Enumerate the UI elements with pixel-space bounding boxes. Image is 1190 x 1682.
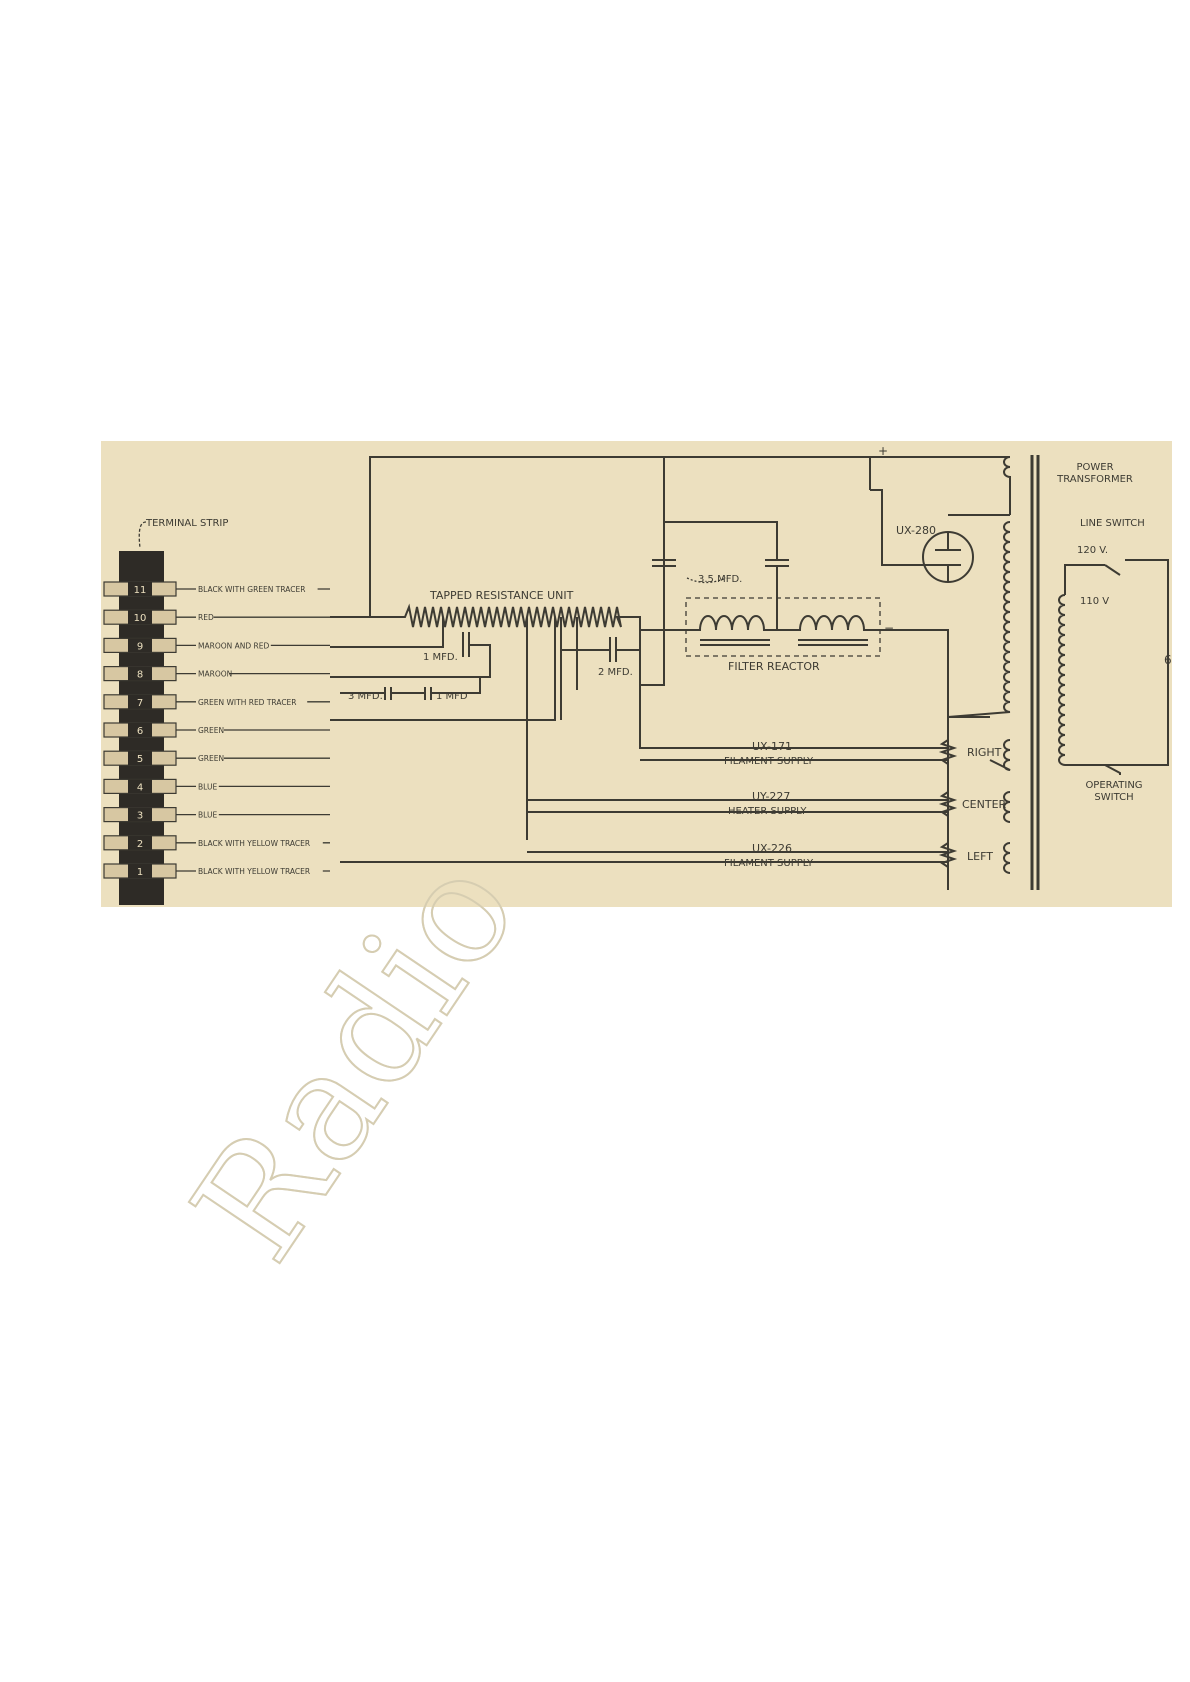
supply-labels: UX-171 FILAMENT SUPPLY RIGHT UY-227 HEAT… — [724, 740, 1007, 869]
terminal-number: 2 — [137, 839, 143, 850]
terminal-number-box — [128, 723, 152, 737]
terminal-number-box — [128, 694, 152, 709]
tap-110-label: 110 V — [1080, 596, 1109, 607]
terminal-number: 4 — [137, 782, 143, 793]
edge-mark: 6 — [1164, 653, 1172, 667]
tap-120-label: 120 V. — [1077, 545, 1108, 556]
terminal-strip: TERMINAL STRIP 11 BLACK WITH GREEN TRACER… — [103, 518, 310, 905]
terminal-number-box — [128, 751, 152, 766]
terminal-wire-label: MAROON AND RED — [198, 641, 269, 650]
terminal: 4 BLUE — [103, 778, 217, 795]
line-switch-label: LINE SWITCH — [1080, 518, 1145, 529]
power-transformer-label: POWER TRANSFORMER — [1057, 462, 1133, 485]
terminal-number-box — [128, 610, 152, 625]
terminal-wire-label: RED — [198, 613, 214, 622]
main-wiring: 3.5 MFD. TAPPED RESISTANCE UNIT FILTER R… — [330, 444, 1010, 890]
terminal-strip-label: TERMINAL STRIP — [145, 518, 228, 529]
secondary-coils — [947, 455, 1169, 890]
terminal-number: 7 — [137, 698, 143, 709]
terminal-number: 11 — [134, 585, 147, 596]
terminal: 1 BLACK WITH YELLOW TRACER — [103, 863, 310, 879]
terminal-number: 6 — [137, 726, 143, 737]
terminal-number: 10 — [134, 613, 147, 624]
terminal-wire-label: GREEN — [198, 754, 224, 763]
terminal-wire-label: GREEN WITH RED TRACER — [198, 698, 297, 707]
terminal-number: 9 — [137, 641, 143, 652]
rectifier-tube-label: UX-280 — [896, 524, 936, 537]
supply-3-name: FILAMENT SUPPLY — [724, 858, 814, 869]
terminal: 11 BLACK WITH GREEN TRACER — [103, 581, 305, 597]
terminal-number-box — [128, 864, 152, 878]
terminal-wire-label: BLACK WITH YELLOW TRACER — [198, 867, 310, 876]
terminal: 2 BLACK WITH YELLOW TRACER — [103, 835, 310, 851]
filter-reactor-label: FILTER REACTOR — [728, 660, 820, 673]
supply-2-position: CENTER — [962, 798, 1007, 811]
terminal: 8 MAROON — [103, 665, 232, 682]
terminal-number: 5 — [137, 754, 143, 765]
supply-2-tube: UY-227 — [752, 790, 790, 803]
terminal-number-box — [128, 666, 152, 681]
terminal: 5 GREEN — [103, 750, 224, 766]
cap-2mfd-label: 2 MFD. — [598, 667, 633, 678]
terminal-number-box — [128, 582, 152, 596]
plus-sign: + — [878, 444, 888, 458]
transformer-labels: POWER TRANSFORMER LINE SWITCH 120 V. 110… — [1057, 462, 1172, 803]
terminal: 9 MAROON AND RED — [103, 637, 269, 654]
terminal: 3 BLUE — [103, 806, 217, 823]
supply-3-position: LEFT — [967, 850, 993, 863]
terminal-wire-label: BLUE — [198, 811, 217, 820]
terminal-wire-label: GREEN — [198, 726, 224, 735]
cap-3mfd-label: 3 MFD. — [348, 691, 383, 702]
terminal-number-box — [128, 779, 152, 794]
operating-switch-label: OPERATING SWITCH — [1085, 780, 1143, 803]
terminal-leads — [176, 588, 330, 872]
terminal: 10 RED — [103, 609, 214, 625]
cap-1mfd-b-label: 1 MFD — [436, 691, 468, 702]
terminal-number-box — [128, 807, 152, 822]
terminal: 6 GREEN — [103, 722, 224, 738]
supply-2-name: HEATER SUPPLY — [728, 806, 807, 817]
terminal-number-box — [128, 835, 152, 850]
terminal-wire-label: MAROON — [198, 670, 232, 679]
terminal-wire-label: BLACK WITH GREEN TRACER — [198, 585, 305, 594]
supply-3-tube: UX-226 — [752, 842, 792, 855]
tapped-resistance-label: TAPPED RESISTANCE UNIT — [429, 589, 574, 602]
terminal-number-box — [128, 638, 152, 653]
terminal-number: 8 — [137, 670, 143, 681]
terminal-number: 1 — [137, 867, 143, 878]
minus-sign: − — [884, 621, 894, 635]
supply-1-tube: UX-171 — [752, 740, 792, 753]
cap-1mfd-a-label: 1 MFD. — [423, 652, 458, 663]
supply-1-position: RIGHT — [967, 746, 1002, 759]
terminal-wire-label: BLACK WITH YELLOW TRACER — [198, 839, 310, 848]
terminal-wire-label: BLUE — [198, 782, 217, 791]
cap-3-5mfd-label: 3.5 MFD. — [698, 574, 742, 585]
terminal: 7 GREEN WITH RED TRACER — [103, 694, 297, 710]
supply-1-name: FILAMENT SUPPLY — [724, 756, 814, 767]
terminal-number: 3 — [137, 811, 143, 822]
